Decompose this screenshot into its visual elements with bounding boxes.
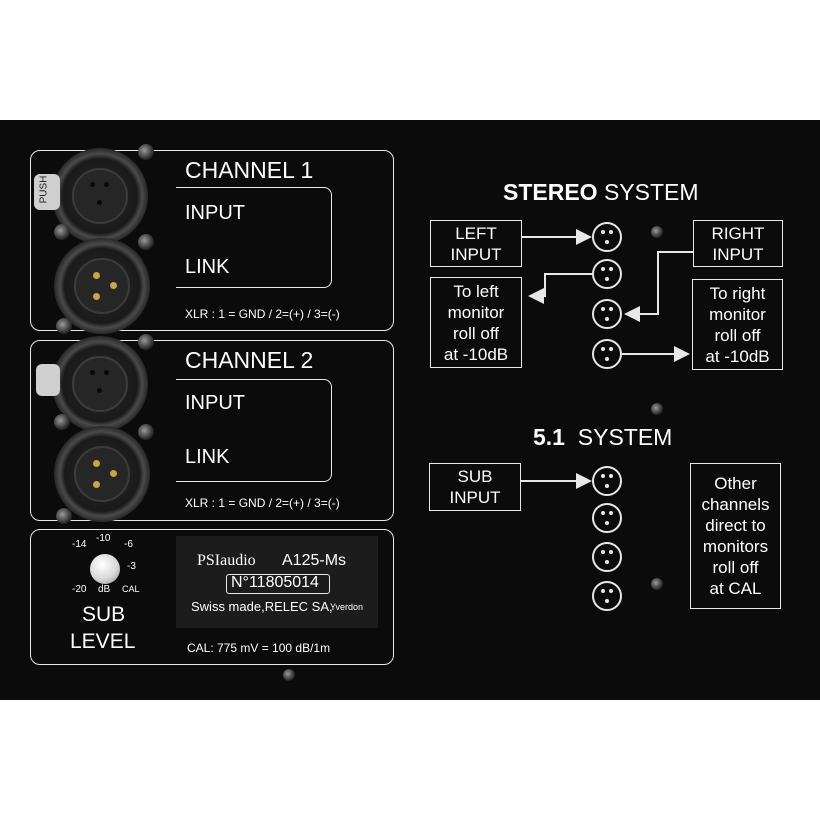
knob-scale-label: -6 [124, 539, 133, 550]
right-monitor-box: To right monitor roll off at -10dB [692, 279, 783, 370]
xlr-pin [93, 481, 100, 488]
socket-hole [104, 182, 109, 187]
stereo-socket-4-icon [592, 339, 622, 369]
panel-screw-icon [138, 234, 154, 250]
panel-screw-icon [651, 226, 663, 238]
sub-level-frame [30, 529, 394, 665]
knob-scale-label: -10 [96, 533, 111, 544]
socket-hole [97, 200, 102, 205]
panel-screw-icon [56, 318, 72, 334]
stereo-socket-1-icon [592, 222, 622, 252]
channel-1-input-label: INPUT [185, 202, 245, 224]
panel-screw-icon [651, 578, 663, 590]
panel-screw-icon [54, 414, 70, 430]
made-in-text: Swiss made,RELEC SA, [191, 599, 333, 614]
channel-1-link-label: LINK [185, 256, 230, 278]
channel-2-input-socket-face [72, 356, 128, 412]
stereo-title-bold: STEREO [503, 179, 598, 205]
channel-2-input-label: INPUT [185, 392, 245, 414]
left-monitor-box: To left monitor roll off at -10dB [430, 277, 522, 368]
arrow-left-monitor [528, 273, 592, 304]
socket-hole [97, 388, 102, 393]
xlr-pin [93, 272, 100, 279]
surround-socket-4-icon [592, 581, 622, 611]
serial-label-plate [176, 536, 378, 628]
channel-2-link-plug-face [74, 446, 130, 502]
surround-socket-1-icon [592, 466, 622, 496]
surround-socket-2-icon [592, 503, 622, 533]
knob-scale-label: -14 [72, 539, 87, 550]
knob-scale-label: -3 [127, 561, 136, 572]
xlr-pin [110, 282, 117, 289]
serial-number: N°11805014 [231, 574, 319, 591]
sub-level-title-1: SUB [82, 603, 126, 626]
surround-title-rest: SYSTEM [564, 424, 673, 450]
stereo-title-rest: SYSTEM [597, 179, 699, 205]
socket-hole [104, 370, 109, 375]
channel-1-io-box [176, 187, 332, 288]
panel-screw-icon [138, 144, 154, 160]
serial-number-box [226, 574, 330, 594]
cal-text: CAL: 775 mV = 100 dB/1m [187, 641, 331, 655]
xlr-pin [93, 460, 100, 467]
arrow-right-input [624, 251, 693, 322]
channel-2-title: CHANNEL 2 [185, 347, 314, 373]
channel-1-xlr-note: XLR : 1 = GND / 2=(+) / 3=(-) [185, 307, 340, 321]
panel-screw-icon [56, 508, 72, 524]
panel-screw-icon [138, 334, 154, 350]
panel-screw-icon [651, 403, 663, 415]
stereo-socket-3-icon [592, 299, 622, 329]
made-in-city: Yverdon [330, 602, 364, 612]
surround-title-bold: 5.1 [533, 424, 565, 450]
socket-hole [90, 182, 95, 187]
sub-level-title-2: LEVEL [70, 630, 136, 653]
channel-2-frame [30, 340, 394, 521]
panel-screw-icon [138, 424, 154, 440]
channel-1-frame [30, 150, 394, 331]
stereo-system-title: STEREO SYSTEM [503, 179, 699, 206]
stereo-socket-2-icon [592, 259, 622, 289]
surround-system-title: 5.1 SYSTEM [533, 424, 672, 451]
surround-socket-3-icon [592, 542, 622, 572]
channel-1-title: CHANNEL 1 [185, 157, 314, 183]
socket-hole [90, 370, 95, 375]
release-tab[interactable] [36, 364, 60, 396]
channel-1-link-plug-face [74, 258, 130, 314]
knob-scale-label: -20 [72, 584, 87, 595]
knob-unit-label: dB [98, 584, 111, 595]
panel-screw-icon [54, 224, 70, 240]
xlr-pin [110, 470, 117, 477]
left-input-box: LEFT INPUT [430, 220, 522, 267]
panel-screw-icon [283, 669, 295, 681]
knob-scale-label: CAL [122, 584, 140, 594]
right-input-box: RIGHT INPUT [693, 220, 783, 267]
brand-name: PSIaudio [197, 552, 256, 569]
sub-level-knob[interactable] [90, 554, 120, 584]
channel-2-link-label: LINK [185, 446, 230, 468]
sub-input-box: SUB INPUT [429, 463, 521, 511]
channel-2-xlr-note: XLR : 1 = GND / 2=(+) / 3=(-) [185, 496, 340, 510]
xlr-pin [93, 293, 100, 300]
push-tab[interactable] [34, 174, 60, 210]
channel-1-input-socket-face [72, 168, 128, 224]
channel-2-io-box [176, 379, 332, 482]
other-channels-box: Other channels direct to monitors roll o… [690, 463, 781, 609]
model-name: A125-Ms [282, 552, 347, 569]
